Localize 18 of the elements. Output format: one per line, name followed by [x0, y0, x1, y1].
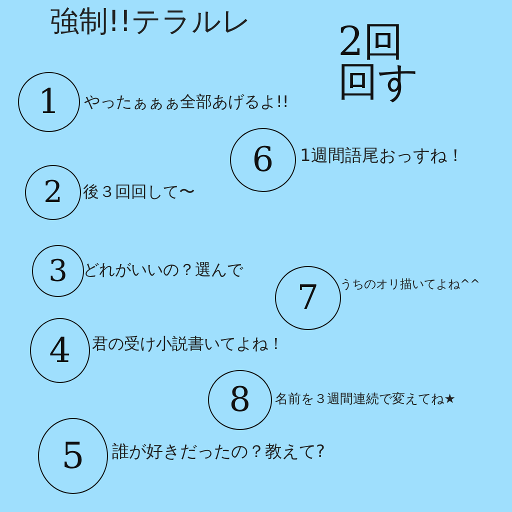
circled-number: 3	[32, 245, 84, 297]
item-text: やったぁぁぁ全部あげるよ!!	[84, 92, 289, 112]
circled-number: 6	[230, 128, 296, 192]
item-text: うちのオリ描いてよね^^	[340, 277, 480, 292]
circled-number: 4	[30, 318, 90, 383]
item-text: 誰が好きだったの？教えて?	[112, 442, 326, 462]
circled-number: 2	[25, 165, 81, 220]
circled-number: 7	[275, 266, 341, 330]
item-text: どれがいいの？選んで	[83, 260, 243, 280]
handwritten-note: 2回回す	[338, 22, 420, 102]
item-text: 1週間語尾おっすね！	[300, 146, 464, 166]
item-text: 名前を３週間連続で変えてね★	[275, 392, 456, 408]
item-text: 後３回回して〜	[83, 182, 195, 202]
circled-number: 5	[38, 418, 108, 494]
item-text: 君の受け小説書いてよね！	[92, 334, 284, 354]
circled-number: 8	[208, 370, 272, 430]
circled-number: 1	[18, 72, 80, 132]
title: 強制!!テラルレ	[50, 4, 252, 39]
